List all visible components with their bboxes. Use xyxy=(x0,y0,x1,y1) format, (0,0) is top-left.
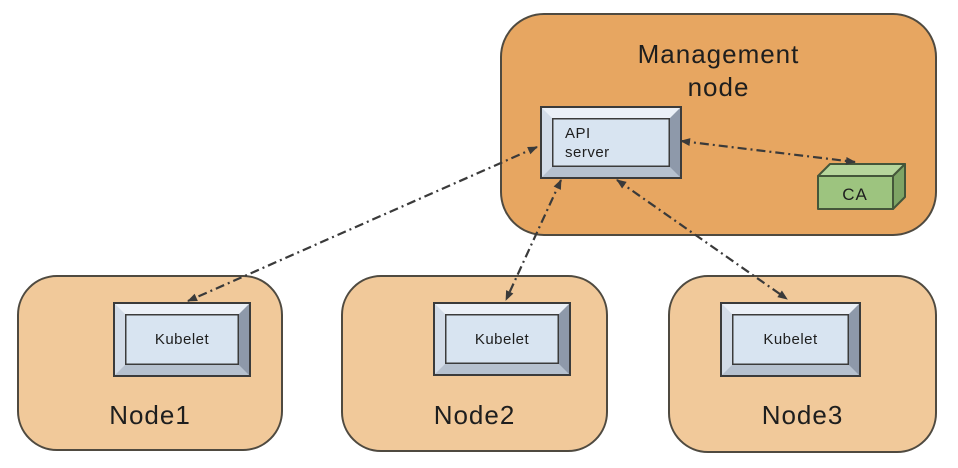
management-node-title-text: Management node xyxy=(637,39,800,102)
kubelet-label-node2: Kubelet xyxy=(474,330,530,348)
management-node: Management node API server xyxy=(500,13,937,236)
node-3-label: Node3 xyxy=(761,400,844,430)
kubelet-box-node2: Kubelet xyxy=(433,302,571,376)
node-2-label: Node2 xyxy=(433,400,516,430)
api-server-box: API server xyxy=(540,106,682,179)
management-node-title: Management node xyxy=(502,38,935,104)
node-3: Kubelet Node3 xyxy=(668,275,937,453)
node-1: Kubelet Node1 xyxy=(17,275,283,451)
node-2: Kubelet Node2 xyxy=(341,275,608,452)
kubelet-box-node3: Kubelet xyxy=(720,302,861,377)
kubelet-label-node3: Kubelet xyxy=(763,331,818,348)
node-1-label: Node1 xyxy=(109,400,191,430)
kubelet-label-node1: Kubelet xyxy=(154,331,210,348)
kubelet-box-node1: Kubelet xyxy=(113,302,251,377)
api-server-label: API server xyxy=(565,124,610,161)
